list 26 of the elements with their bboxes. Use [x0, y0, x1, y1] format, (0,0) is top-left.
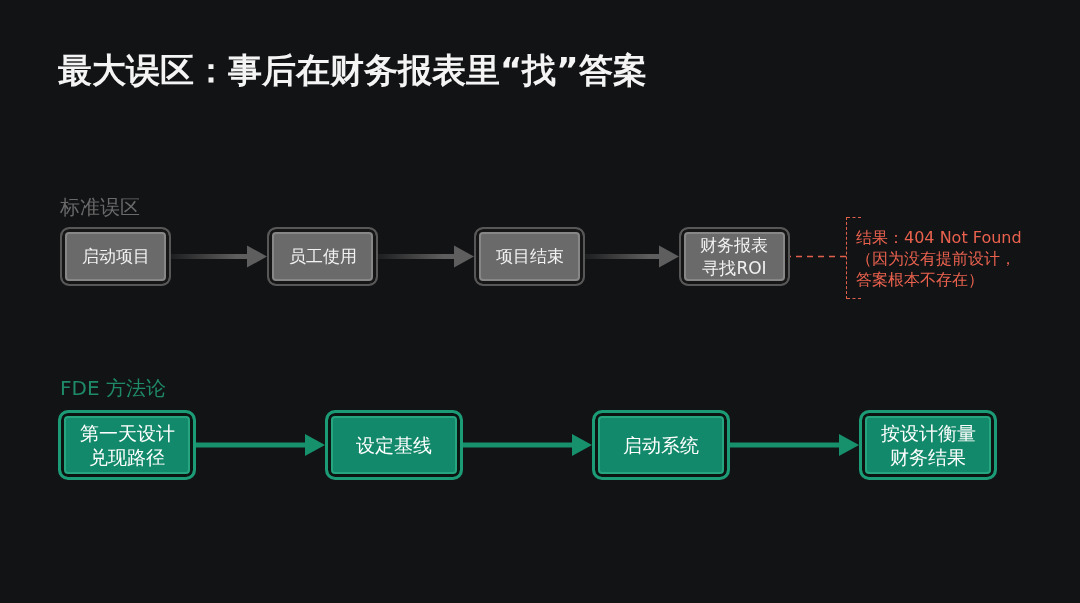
process-box [679, 227, 790, 286]
box-label: 按设计衡量财务结果 [879, 421, 977, 469]
box-label: 项目结束 [495, 245, 564, 268]
arrow [378, 245, 474, 268]
result-note: （因为没有提前设计，答案根本不存在） [856, 248, 1017, 290]
box-label: 设定基线 [356, 433, 432, 457]
box-label: 员工使用 [288, 245, 357, 268]
process-box [859, 410, 997, 480]
process-box [474, 227, 585, 286]
slide-title: 最大误区：事后在财务报表里“找”答案 [58, 49, 647, 92]
process-box [58, 410, 196, 480]
dashed-leader-line [789, 255, 847, 258]
arrow [463, 434, 592, 456]
process-box [592, 410, 730, 480]
box-label: 财务报表寻找ROI [699, 233, 770, 280]
process-box [60, 227, 171, 286]
result-note: 结果：404 Not Found [856, 227, 1022, 248]
box-label: 启动系统 [623, 433, 699, 457]
arrow [730, 434, 859, 456]
arrow [585, 245, 679, 268]
process-box [267, 227, 378, 286]
arrow [171, 245, 267, 268]
box-label: 第一天设计兑现路径 [78, 421, 176, 469]
arrow [196, 434, 325, 456]
box-label: 启动项目 [81, 245, 150, 268]
process-box [325, 410, 463, 480]
